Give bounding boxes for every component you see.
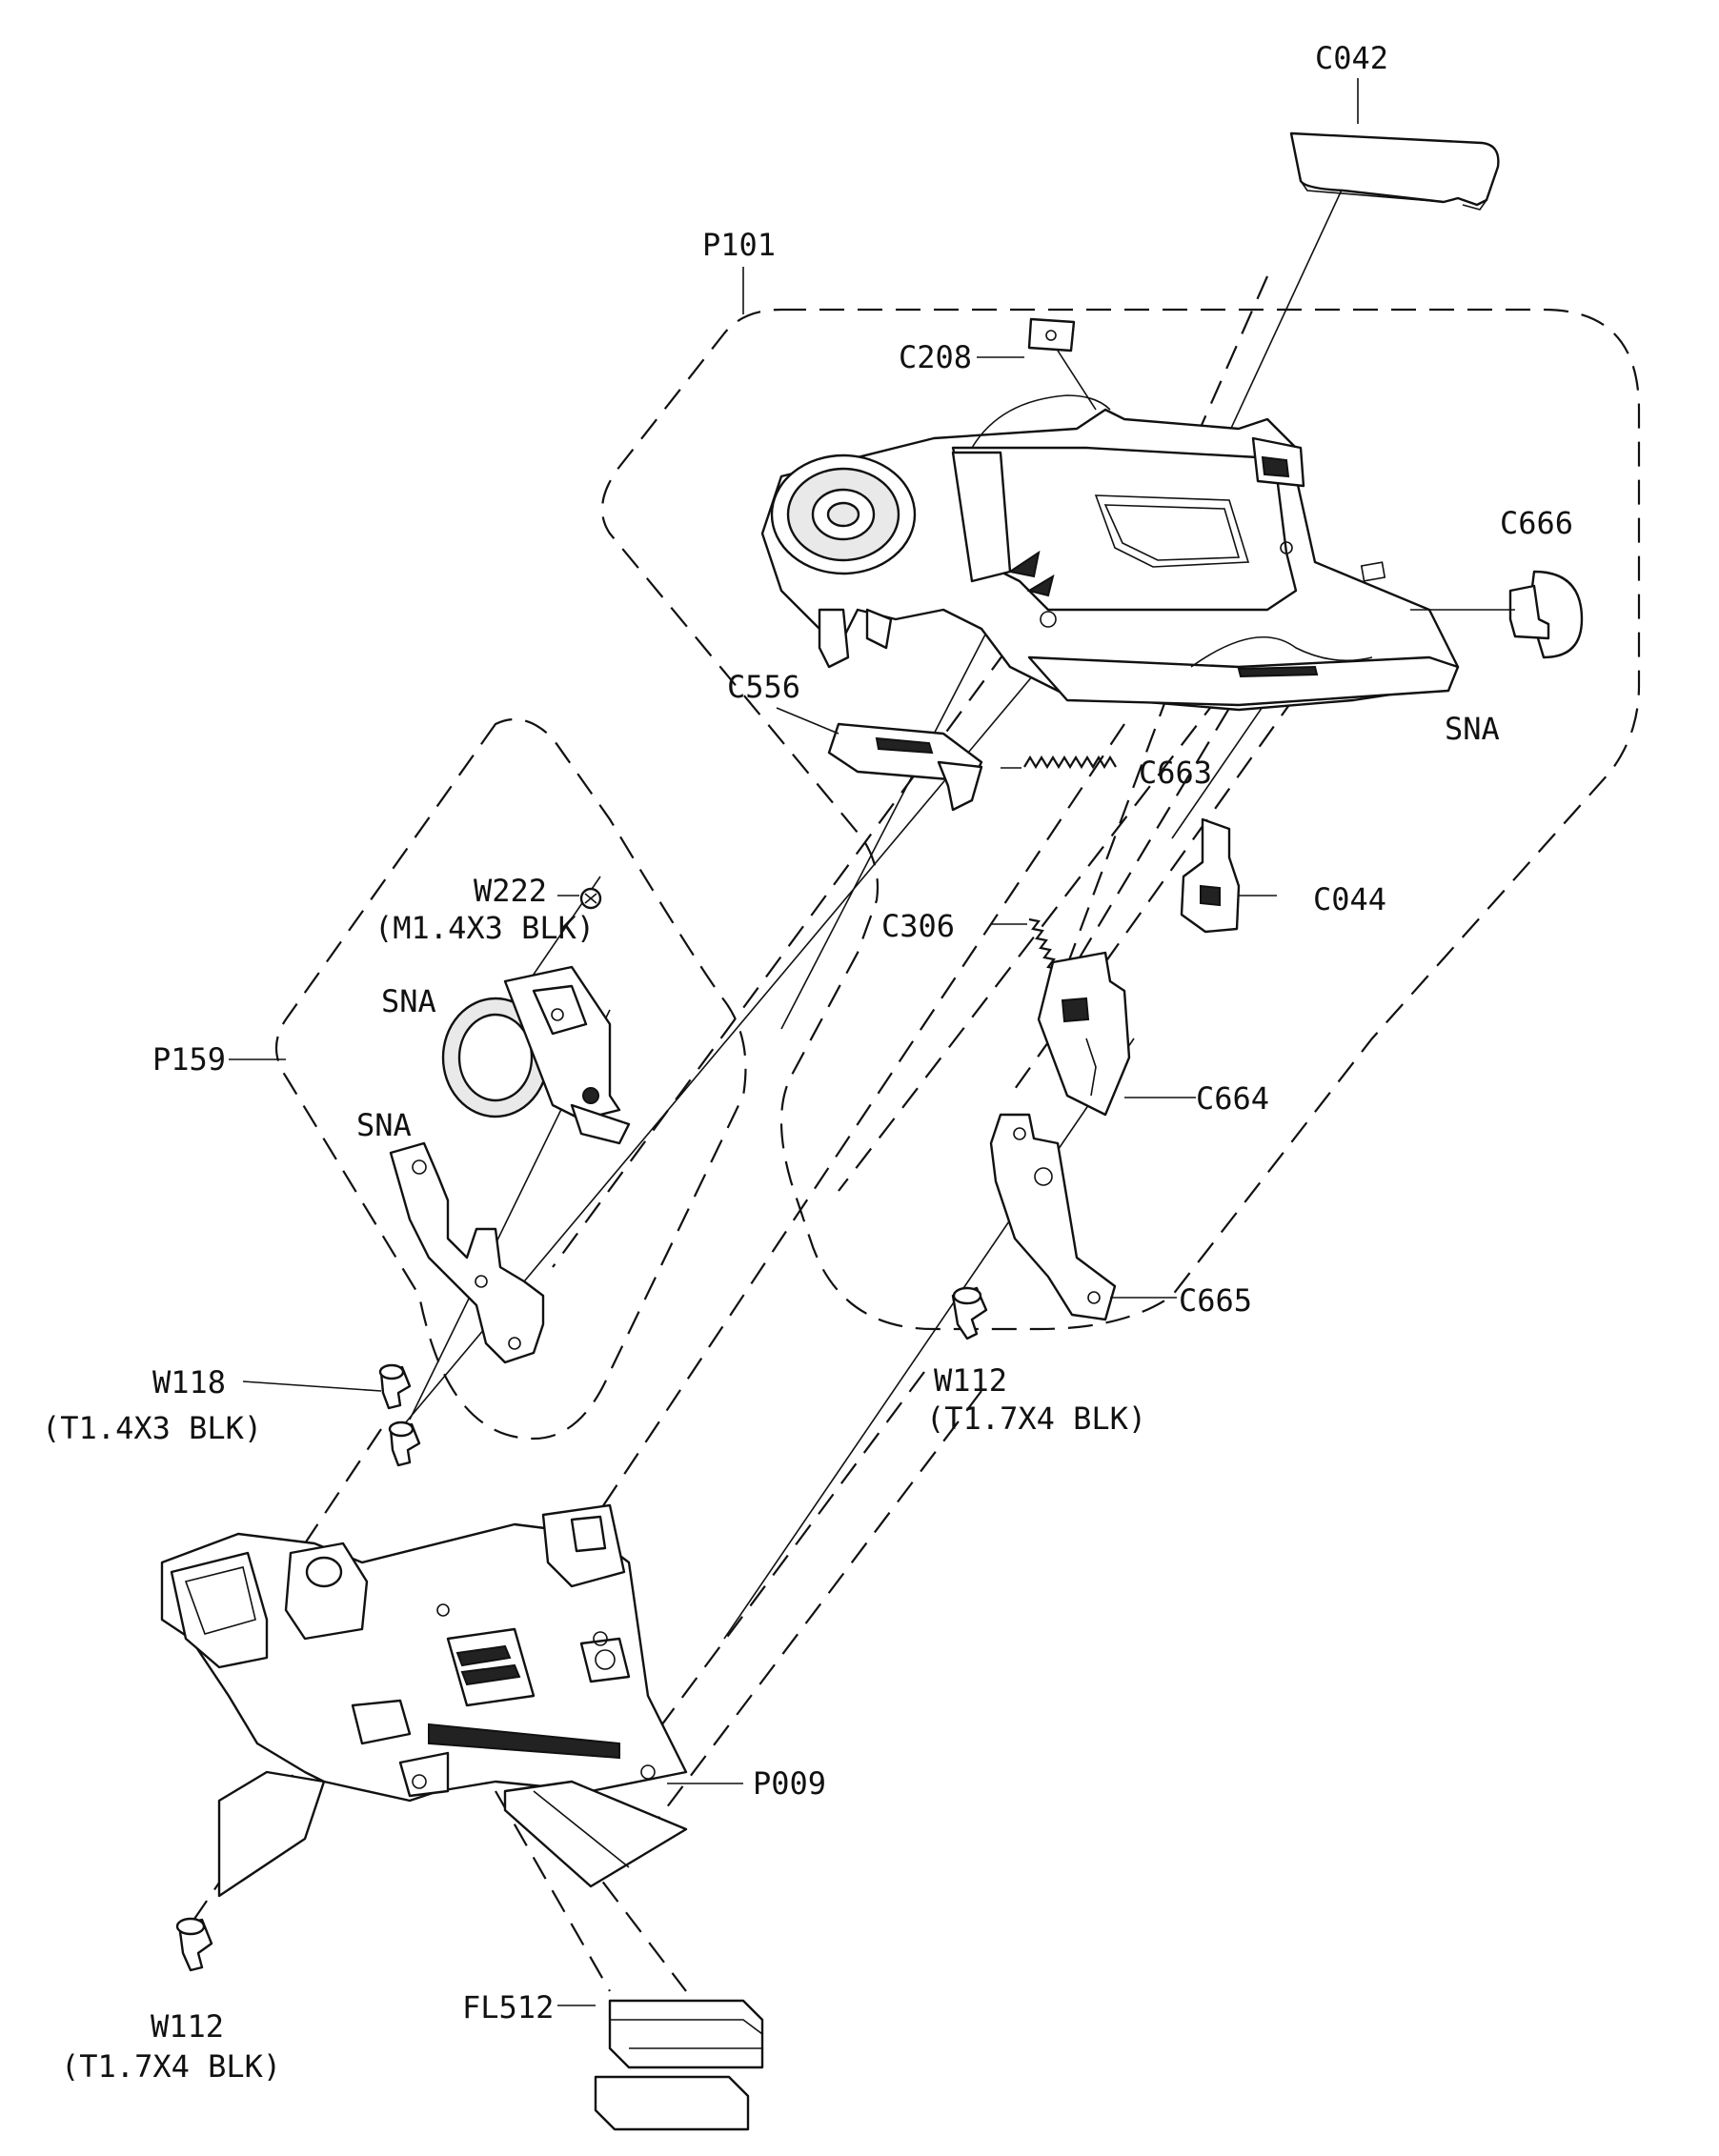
- label-fl512: FL512: [462, 1989, 554, 2025]
- label-w118-spec: (T1.4X3 BLK): [42, 1410, 262, 1446]
- fl512-part: [557, 1999, 764, 2131]
- p009-board-part: [160, 1503, 743, 1898]
- label-c208: C208: [899, 339, 972, 375]
- w222-screw-part: [557, 887, 602, 910]
- c044-part: [1180, 817, 1277, 934]
- label-p101: P101: [702, 227, 776, 263]
- label-c306: C306: [881, 908, 955, 944]
- p159-group-outline: [275, 717, 747, 1441]
- label-w112-right-spec: (T1.7X4 BLK): [926, 1400, 1146, 1437]
- w112-bottom-screw-part: [175, 1917, 213, 1972]
- label-c663: C663: [1139, 755, 1212, 791]
- chassis-main-part: [760, 394, 1460, 712]
- label-c664: C664: [1196, 1080, 1269, 1117]
- c666-part: [1410, 570, 1584, 659]
- label-w222-spec: (M1.4X3 BLK): [374, 910, 595, 946]
- label-c665: C665: [1179, 1282, 1252, 1319]
- c208-tab-part: [1027, 317, 1097, 411]
- c664-plate-part: [1037, 951, 1196, 1117]
- label-sna-bracket: SNA: [356, 1107, 412, 1143]
- p159-motor-part: [441, 965, 631, 1145]
- label-w118: W118: [152, 1364, 226, 1400]
- label-c556: C556: [727, 669, 800, 705]
- p159-bracket-part: [389, 1141, 545, 1364]
- leader-lines: [229, 78, 1359, 1392]
- label-c042: C042: [1315, 40, 1388, 76]
- label-p009: P009: [753, 1765, 826, 1802]
- label-w112-bottom-spec: (T1.7X4 BLK): [61, 2048, 281, 2085]
- p101-group-outline: [600, 308, 1641, 1331]
- label-w222: W222: [474, 873, 547, 909]
- label-c666: C666: [1500, 505, 1573, 541]
- label-w112-bottom: W112: [151, 2008, 224, 2045]
- label-sna-motor: SNA: [381, 983, 436, 1019]
- label-w112-right: W112: [934, 1362, 1007, 1399]
- c665-bracket-part: [989, 1113, 1177, 1321]
- w118-screw-part: [378, 1363, 421, 1467]
- label-c044: C044: [1313, 881, 1386, 917]
- w112-right-screw-part: [951, 1286, 988, 1340]
- c556-slide-part: [827, 722, 983, 812]
- label-p159: P159: [152, 1041, 226, 1078]
- label-sna-top: SNA: [1445, 711, 1500, 747]
- c663-spring-part: [1023, 755, 1117, 770]
- c042-cover-part: [1289, 131, 1500, 211]
